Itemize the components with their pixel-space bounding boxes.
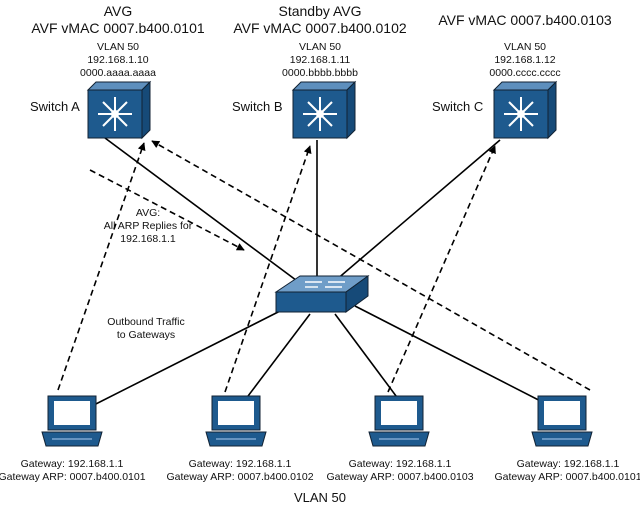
- traffic-flows: [57, 140, 591, 393]
- uplink-switch-c: [321, 139, 501, 293]
- switch-a-ip: 192.168.1.10: [87, 54, 148, 66]
- downlink-host-1: [79, 305, 291, 413]
- switch-c-body-top: [492, 81, 558, 91]
- switch-a-name: Switch A: [30, 99, 80, 114]
- outbound-annotation-line-1: Outbound Traffic: [107, 316, 184, 328]
- host-2-arp: Gateway ARP: 0007.b400.0102: [166, 471, 313, 483]
- switch-c: [492, 80, 558, 140]
- access-switch-arrows-icon: [305, 281, 345, 288]
- access-switch-front: [275, 291, 347, 313]
- host-4-gateway: Gateway: 192.168.1.1: [517, 458, 620, 470]
- switch-a-role: AVG: [104, 3, 133, 19]
- switch-a-mac: 0000.aaaa.aaaa: [80, 67, 156, 79]
- switch-c-mac: 0000.cccc.cccc: [489, 67, 560, 79]
- switch-c-name: Switch C: [432, 99, 483, 114]
- host-4-arp: Gateway ARP: 0007.b400.0101: [494, 471, 640, 483]
- switch-b-header: Standby AVG AVF vMAC 0007.b400.0102 VLAN…: [233, 3, 407, 79]
- host-pc-3-screen: [381, 401, 417, 425]
- switch-a-body-side: [141, 80, 151, 140]
- switch-b-body-side: [346, 80, 356, 140]
- host-2-gateway: Gateway: 192.168.1.1: [189, 458, 292, 470]
- switch-a-header: AVG AVF vMAC 0007.b400.0101 VLAN 50 192.…: [31, 3, 205, 79]
- switch-a: [86, 80, 152, 140]
- access-switch: [274, 275, 370, 313]
- switch-a-body-top: [86, 81, 152, 91]
- flow-host-1-to-switch-a: [57, 142, 146, 391]
- host-pc-2-screen: [218, 401, 254, 425]
- switch-c-vmac: AVF vMAC 0007.b400.0103: [438, 12, 612, 28]
- switch-b-arrows-icon: [303, 97, 337, 131]
- flow-host-4-to-switch-a: [151, 140, 591, 391]
- arp-annotation-line-2: All ARP Replies for: [104, 220, 193, 232]
- switch-b-name: Switch B: [232, 99, 283, 114]
- arp-annotation: AVG: All ARP Replies for 192.168.1.1: [104, 207, 193, 245]
- host-1-arp: Gateway ARP: 0007.b400.0101: [0, 471, 146, 483]
- switch-b-body-top: [291, 81, 357, 91]
- arp-annotation-line-3: 192.168.1.1: [120, 233, 176, 245]
- host-pc-4-screen: [544, 401, 580, 425]
- switch-a-vlan: VLAN 50: [97, 41, 139, 53]
- switch-c-arrows-icon: [504, 97, 538, 131]
- host-1-gateway: Gateway: 192.168.1.1: [21, 458, 124, 470]
- flow-host-2-to-switch-b: [224, 145, 312, 393]
- host-labels: Gateway: 192.168.1.1 Gateway ARP: 0007.b…: [0, 458, 640, 483]
- switch-b-vlan: VLAN 50: [299, 41, 341, 53]
- host-pc-1-screen: [54, 401, 90, 425]
- switch-a-arrows-icon: [98, 97, 132, 131]
- switch-c-header: AVF vMAC 0007.b400.0103 VLAN 50 192.168.…: [438, 12, 612, 79]
- switch-b-mac: 0000.bbbb.bbbb: [282, 67, 358, 79]
- switch-c-body-side: [547, 80, 557, 140]
- host-pc-3: [368, 395, 430, 447]
- footer-vlan-label: VLAN 50: [294, 490, 346, 505]
- switch-c-ip: 192.168.1.12: [494, 54, 555, 66]
- outbound-annotation-line-2: to Gateways: [117, 329, 175, 341]
- switch-b-ip: 192.168.1.11: [290, 54, 351, 66]
- switch-a-vmac: AVF vMAC 0007.b400.0101: [31, 20, 205, 36]
- uplink-switch-a: [104, 137, 313, 293]
- switch-b-vmac: AVF vMAC 0007.b400.0102: [233, 20, 407, 36]
- flow-host-3-to-switch-c: [387, 145, 496, 393]
- host-pc-2: [205, 395, 267, 447]
- downlink-host-4: [354, 305, 563, 413]
- host-pc-1: [41, 395, 103, 447]
- downlink-host-3: [334, 313, 403, 405]
- host-pc-4: [531, 395, 593, 447]
- downlink-host-2: [241, 313, 311, 405]
- host-3-arp: Gateway ARP: 0007.b400.0103: [326, 471, 473, 483]
- access-switch-side: [345, 275, 369, 313]
- connections: [79, 137, 563, 413]
- switch-b-role: Standby AVG: [278, 3, 361, 19]
- arp-annotation-line-1: AVG:: [136, 207, 160, 219]
- host-3-gateway: Gateway: 192.168.1.1: [349, 458, 452, 470]
- switch-c-vlan: VLAN 50: [504, 41, 546, 53]
- switch-b: [291, 80, 357, 140]
- arp-reply-arrow: [89, 169, 245, 251]
- outbound-annotation: Outbound Traffic to Gateways: [107, 316, 184, 341]
